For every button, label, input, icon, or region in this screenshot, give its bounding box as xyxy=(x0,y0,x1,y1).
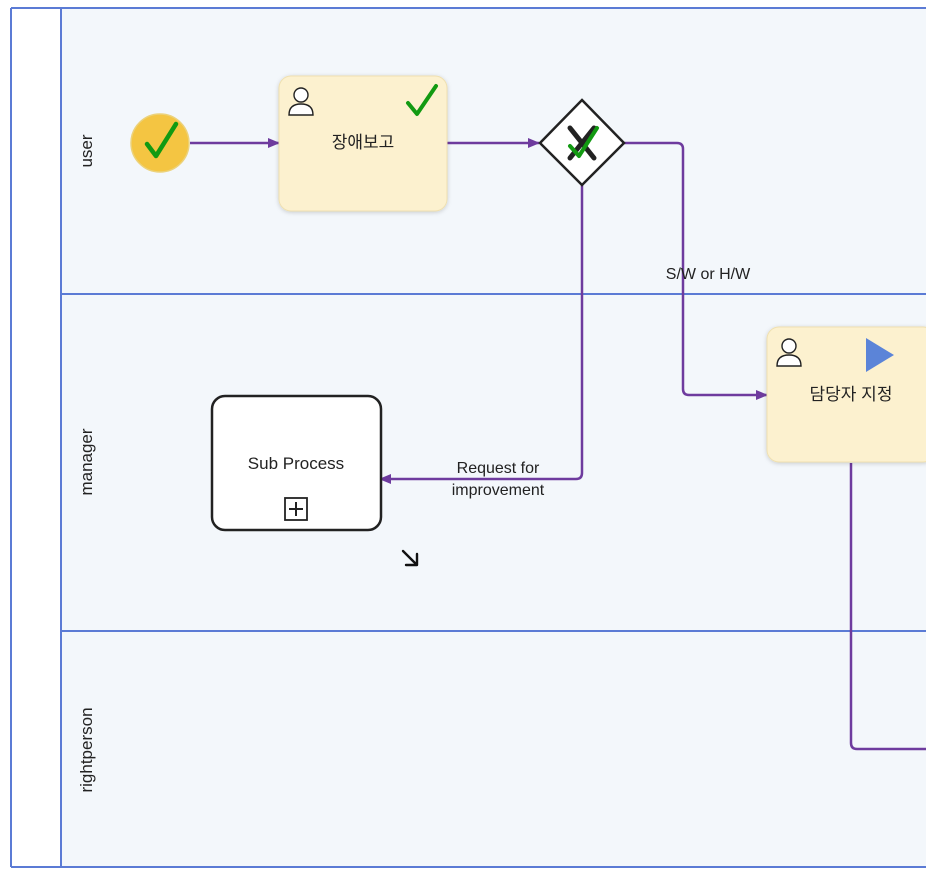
completed-check-icon xyxy=(144,121,179,159)
flow-label-request-line2: improvement xyxy=(452,482,545,499)
running-play-icon xyxy=(866,338,894,372)
user-icon xyxy=(288,87,314,116)
resize-arrow-icon[interactable] xyxy=(401,549,419,567)
flow-gateway-to-subprocess[interactable] xyxy=(379,185,584,484)
sub-process[interactable]: Sub Process xyxy=(210,394,383,532)
start-event-circle[interactable] xyxy=(130,113,190,173)
task-report-fault[interactable]: 장애보고 xyxy=(278,75,448,212)
pool-header xyxy=(11,8,61,868)
sequence-flows: S/W or H/W Request for improvement xyxy=(190,138,926,751)
flow-gateway-to-assign[interactable] xyxy=(624,141,768,400)
completed-check-icon xyxy=(406,84,438,116)
start-event[interactable] xyxy=(130,113,190,173)
task-label-report-fault: 장애보고 xyxy=(332,133,395,152)
completed-check-icon xyxy=(568,126,599,158)
task-box[interactable] xyxy=(278,75,448,212)
sub-process-label: Sub Process xyxy=(248,454,344,473)
user-icon xyxy=(776,338,802,367)
task-label-assign-person: 담당자 지정 xyxy=(810,385,893,404)
exclusive-gateway[interactable] xyxy=(538,98,626,187)
task-box[interactable] xyxy=(766,326,926,463)
lane-label-manager: manager xyxy=(77,428,96,495)
flow-label-request-line1: Request for xyxy=(457,460,540,477)
sub-process-box[interactable] xyxy=(210,394,383,532)
task-assign-person[interactable]: 담당자 지정 xyxy=(766,326,926,463)
lane-user[interactable] xyxy=(61,9,926,293)
lane-label-rightperson: rightperson xyxy=(77,707,96,792)
flow-assign-to-rightperson[interactable] xyxy=(849,463,926,751)
flow-label-sw-hw: S/W or H/W xyxy=(666,266,751,283)
lane-rightperson[interactable] xyxy=(61,632,926,866)
expand-plus-icon[interactable] xyxy=(284,497,308,521)
lane-label-user: user xyxy=(77,134,96,167)
